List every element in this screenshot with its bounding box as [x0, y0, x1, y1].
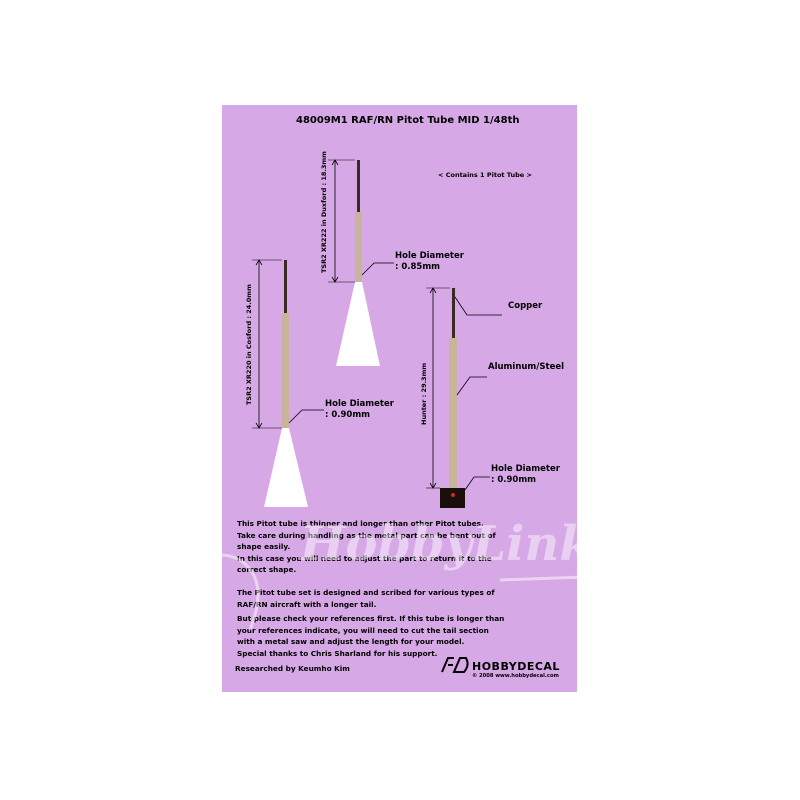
tube-c-hole-label: Hole Diameter	[491, 464, 560, 474]
tube-b-dimension-label: TSR2 XR220 in Cosford : 24.0mm	[245, 284, 253, 405]
note-line: with a metal saw and adjust the length f…	[237, 637, 465, 646]
copper-label: Copper	[508, 301, 543, 311]
tube-a-hole-label: Hole Diameter	[395, 251, 464, 261]
note-line: correct shape.	[237, 565, 297, 574]
tube-a-dimension-label: TSR2 XR222 in Duxford : 18.3mm	[320, 151, 328, 273]
note-line: Special thanks to Chris Sharland for his…	[237, 648, 438, 658]
tube-c-hole	[451, 493, 455, 497]
tube-c-hole-value: : 0.90mm	[491, 475, 537, 485]
note-line: your references indicate, you will need …	[237, 625, 489, 635]
tube-c-shaft	[449, 338, 457, 488]
tube-a-base	[336, 282, 380, 366]
tube-c-mount	[440, 488, 465, 508]
note-line: Take care during handling as the metal p…	[237, 530, 496, 540]
pitot-tube-b	[252, 259, 324, 507]
tube-c-hole-leader	[464, 476, 490, 491]
copyright: © 2008 www.hobbydecal.com	[472, 673, 559, 679]
aluminum-leader	[456, 376, 487, 396]
pitot-diagram	[252, 159, 502, 508]
note-line: The Pitot tube set is designed and scrib…	[237, 588, 495, 597]
pitot-tube-c	[426, 287, 502, 508]
tube-b-copper-tip	[284, 260, 287, 313]
tube-b-base	[264, 428, 308, 507]
tube-a-shaft	[355, 212, 362, 282]
design-note: The Pitot tube set is designed and scrib…	[237, 587, 537, 659]
researcher-credit: Researched by Keumho Kim	[235, 664, 350, 673]
aluminum-steel-label: Aluminum/Steel	[488, 362, 565, 372]
tube-a-hole-value: : 0.85mm	[395, 262, 441, 272]
tube-b-hole-value: : 0.90mm	[325, 410, 371, 420]
note-line: shape easily.	[237, 542, 291, 551]
sheet-title: 48009M1 RAF/RN Pitot Tube MID 1/48th	[296, 115, 520, 126]
note-line: In this case you will need to adjust the…	[237, 553, 492, 563]
brand-name: HOBBYDECAL	[472, 660, 560, 673]
note-line: RAF/RN aircraft with a longer tail.	[237, 599, 377, 609]
hobbydecal-logo-icon	[441, 657, 469, 673]
tube-b-leader	[288, 409, 324, 424]
tube-c-copper-tip	[452, 288, 455, 338]
tube-c-dimension-label: Hunter : 29.3mm	[420, 362, 428, 425]
copper-leader	[454, 296, 502, 316]
note-line: This Pitot tube is thinner and longer th…	[237, 519, 484, 528]
tube-a-leader	[361, 262, 394, 276]
contents-note: < Contains 1 Pitot Tube >	[438, 171, 532, 179]
pitot-tube-a	[328, 159, 394, 366]
tube-a-copper-tip	[357, 160, 360, 212]
decal-sheet: 48009M1 RAF/RN Pitot Tube MID 1/48th < C…	[222, 105, 577, 692]
note-line: But please check your references first. …	[237, 614, 505, 623]
tube-b-shaft	[282, 313, 289, 428]
tube-b-hole-label: Hole Diameter	[325, 399, 394, 409]
handling-note: This Pitot tube is thinner and longer th…	[237, 518, 537, 576]
